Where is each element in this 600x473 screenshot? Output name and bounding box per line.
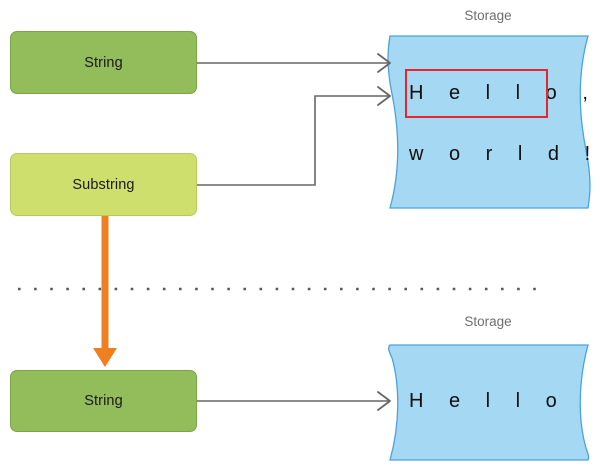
substring-highlight-box — [405, 69, 548, 118]
connector-string-to-storage-bottom — [197, 391, 391, 411]
node-substring[interactable]: Substring — [10, 153, 197, 216]
storage-text-top-line1: H e l l o , — [409, 82, 598, 104]
node-string-top-label: String — [84, 54, 123, 71]
node-string-top[interactable]: String — [10, 31, 197, 94]
storage-text-top-line2: w o r l d ! — [409, 143, 600, 165]
storage-text-bottom-line1: H e l l o — [409, 390, 567, 412]
node-string-bottom[interactable]: String — [10, 370, 197, 432]
connector-substring-to-storage — [197, 86, 391, 186]
node-substring-label: Substring — [72, 176, 135, 193]
storage-shape-bottom — [388, 344, 590, 461]
connector-substring-copy-arrow — [93, 216, 117, 367]
storage-label-bottom: Storage — [464, 314, 512, 329]
connector-string-to-storage — [197, 53, 391, 73]
storage-shape-top — [387, 35, 591, 209]
storage-label-top: Storage — [464, 8, 512, 23]
node-string-bottom-label: String — [84, 393, 123, 409]
